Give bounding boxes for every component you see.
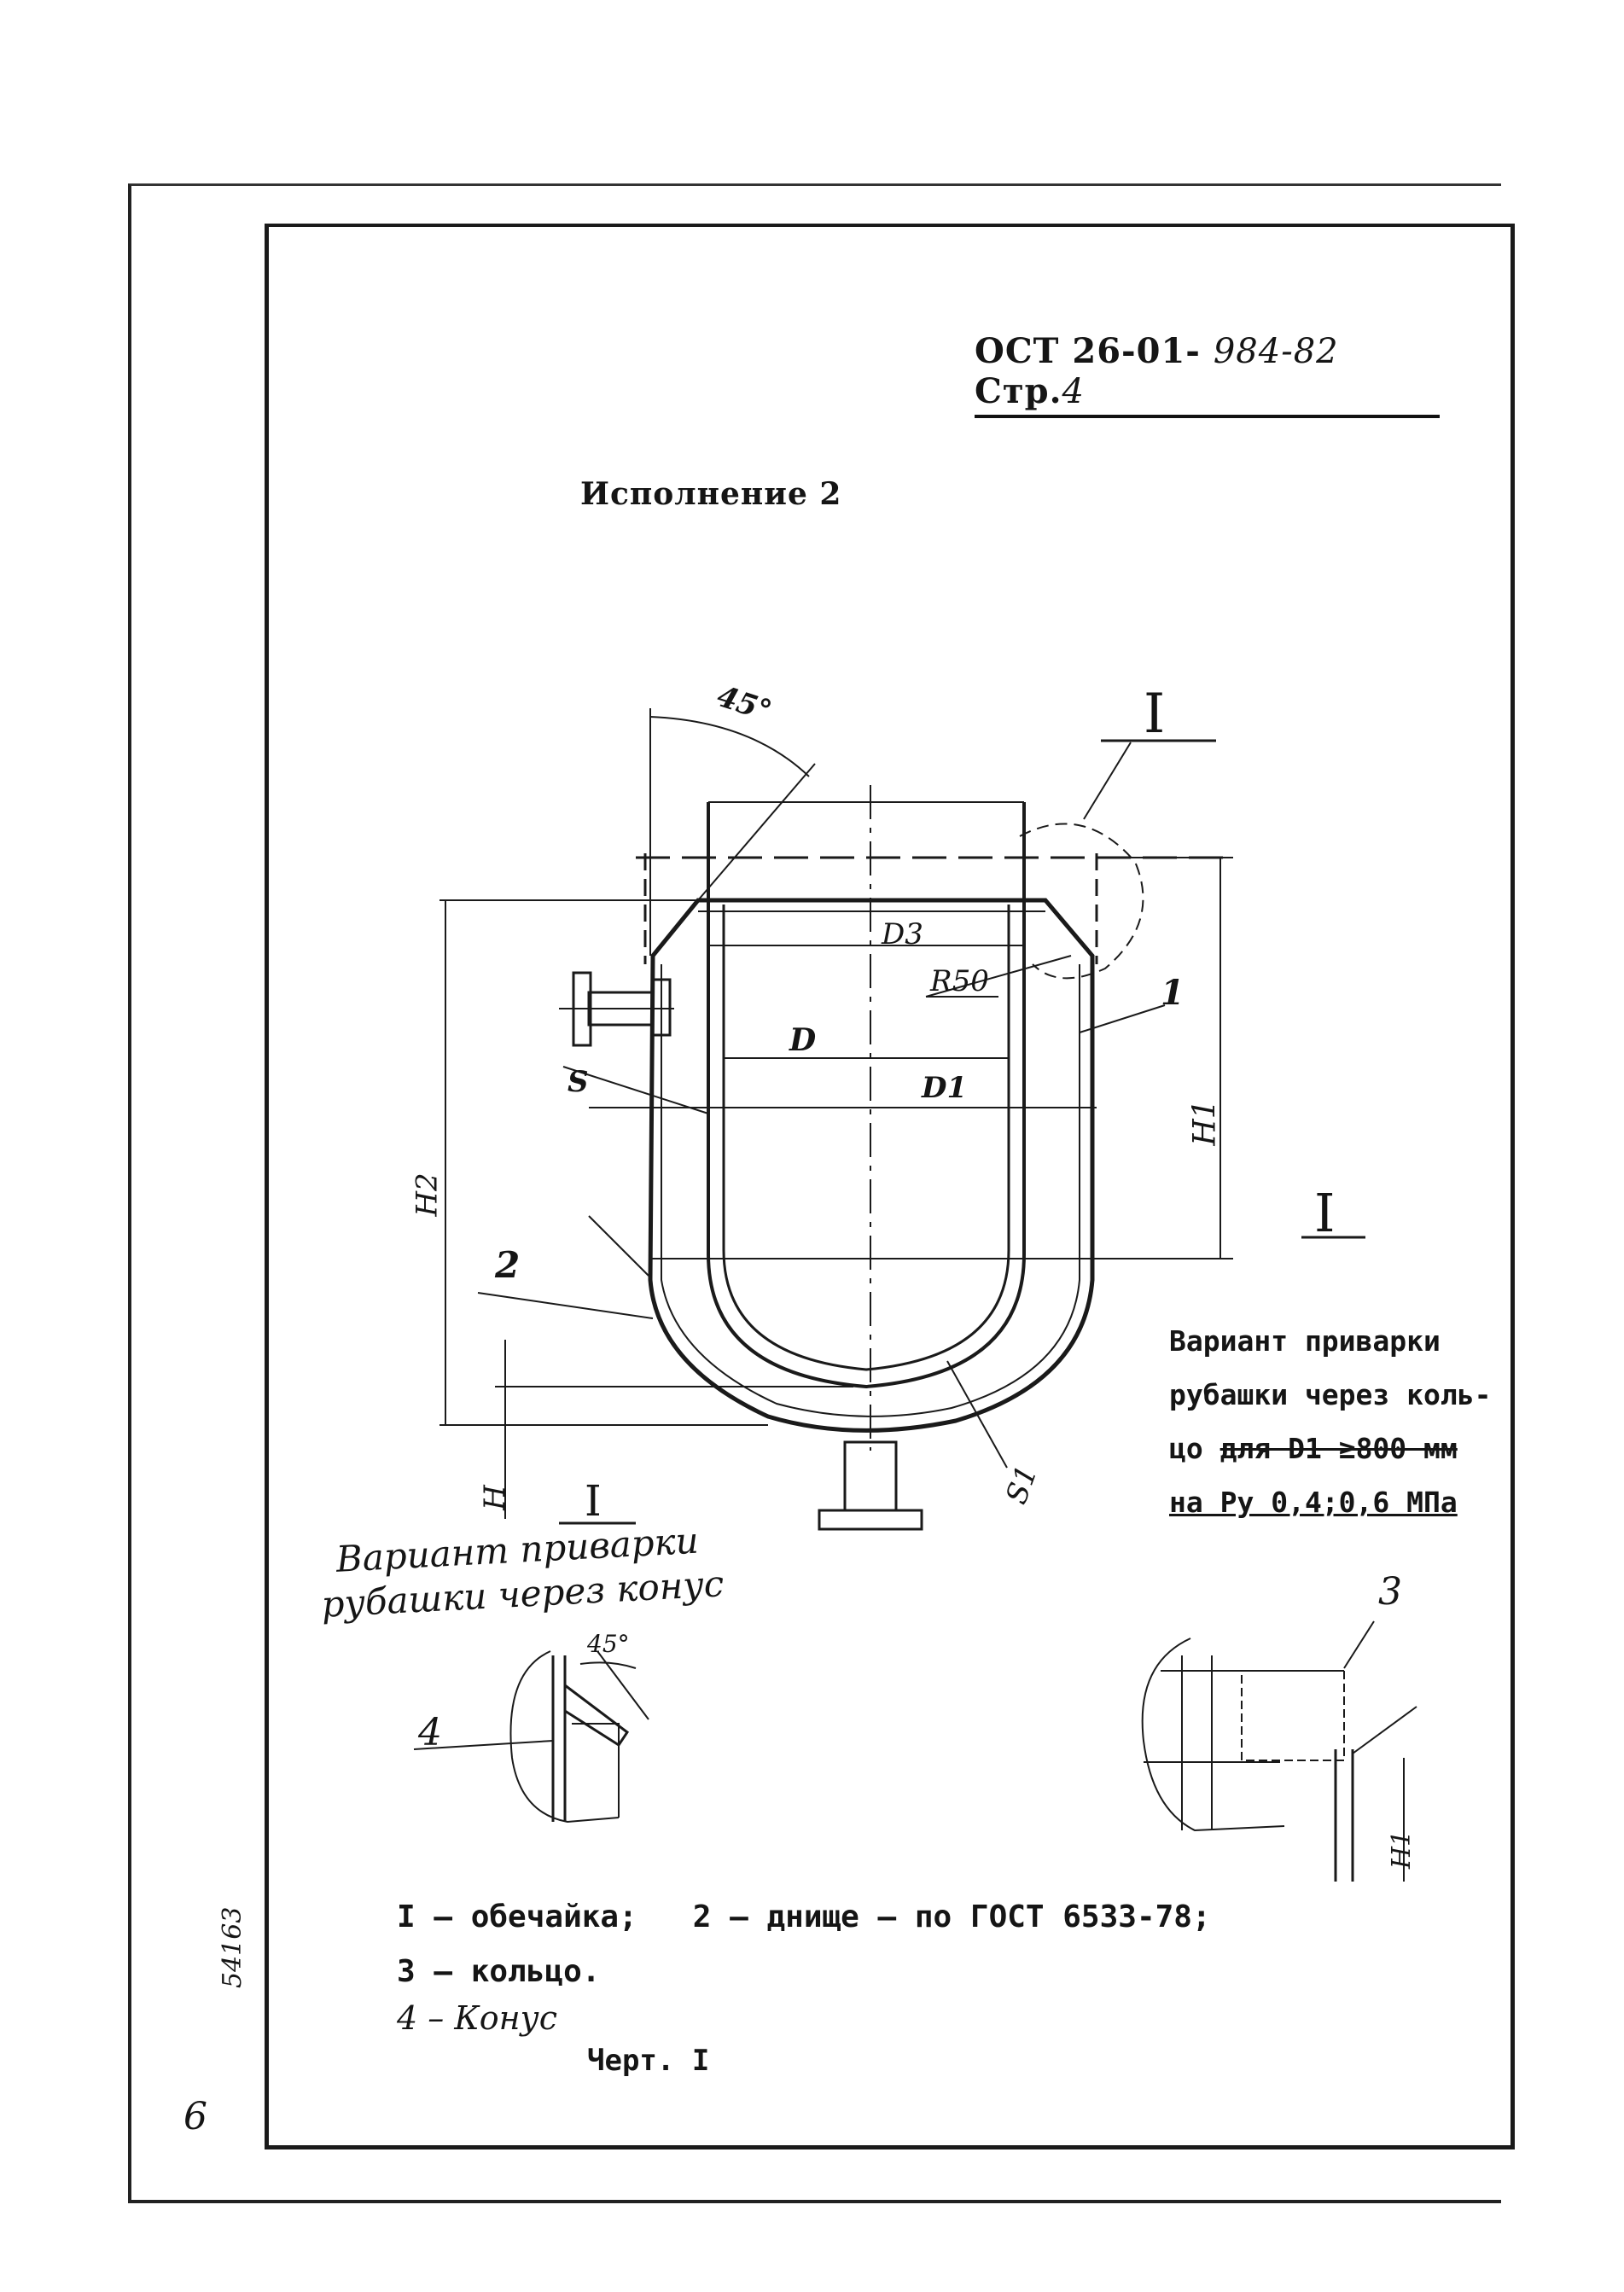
legend-line-3: 4 – Конус (397, 1999, 557, 2037)
variant-ring-line-3-prefix: цо (1169, 1432, 1203, 1465)
legend: I – обечайка; 2 – днище – по ГОСТ 6533-7… (397, 1890, 1211, 2037)
pos1-leader (1079, 1004, 1166, 1033)
page-label: Стр. (975, 371, 1062, 411)
position-4-label: 4 (418, 1711, 442, 1754)
doc-code: ОСТ 26-01- (975, 331, 1201, 371)
label-H: H (477, 1485, 512, 1510)
jacket-inner-line (661, 964, 1080, 1417)
bottom-nozzle-flange (818, 1509, 923, 1531)
cone-detail-cone (564, 1684, 630, 1748)
variant-ring-line-4: на Ру 0,4;0,6 МПа (1169, 1486, 1458, 1519)
position-3-label: 3 (1378, 1570, 1402, 1614)
cone-detail-45-line (597, 1650, 649, 1720)
label-D3: D3 (882, 917, 923, 951)
doc-number: 984-82 (1213, 332, 1339, 371)
view-I-top-label: I (1144, 683, 1166, 746)
variant-ring-note: Вариант приварки рубашки через коль- цо … (1169, 1314, 1492, 1529)
angle-45-line (697, 763, 816, 901)
cone-detail-jacket (572, 1723, 620, 1818)
position-2-label: 2 (495, 1244, 521, 1286)
cone-detail-45-arc (579, 1661, 637, 1669)
detail-H1-label: H1 (1387, 1830, 1417, 1870)
label-D: D (789, 1022, 817, 1058)
outer-frame (128, 183, 1501, 2203)
label-R50: R50 (930, 964, 989, 998)
figure-caption: Черт. I (587, 2044, 710, 2078)
detail-I-leader (1083, 742, 1132, 820)
variant-ring-line-2: рубашки через коль- (1169, 1378, 1492, 1411)
legend-line-2: 3 – кольцо. (397, 1954, 601, 1989)
pos4-leader (413, 1740, 554, 1750)
variant-ring-line-3: цо для D1 ≥800 мм (1169, 1422, 1492, 1475)
ring-detail-ring (1241, 1670, 1345, 1761)
inner-frame (265, 224, 1515, 2149)
ring-detail-weld-leader (1352, 1706, 1417, 1754)
S-leader (562, 1066, 709, 1114)
position-1-label: 1 (1161, 973, 1185, 1013)
label-S: S (568, 1065, 589, 1099)
section-title: Исполнение 2 (580, 476, 842, 512)
weld-leader (588, 1215, 649, 1277)
label-H2: H2 (410, 1172, 445, 1217)
S1-leader (946, 1360, 1008, 1469)
angle-arc (649, 716, 810, 777)
document-header: ОСТ 26-01- 984-82 Стр.4 (975, 331, 1440, 418)
variant-ring-line-3-struck: для D1 ≥800 мм (1219, 1432, 1458, 1465)
view-I-bottom-label: I (585, 1476, 602, 1526)
legend-line-1: I – обечайка; 2 – днище – по ГОСТ 6533-7… (397, 1899, 1211, 1934)
pos2-leader (477, 1292, 654, 1319)
pos3-leader (1343, 1620, 1375, 1669)
side-nozzle-pad (651, 978, 672, 1037)
bottom-nozzle-pipe (843, 1440, 898, 1512)
inner-vessel-outline (707, 802, 1026, 1389)
inner-vessel-wall (722, 905, 1010, 1371)
page-number: 4 (1062, 372, 1085, 411)
label-D1: D1 (922, 1071, 968, 1105)
view-I-right-label: I (1314, 1182, 1336, 1244)
detail-angle-label: 45° (587, 1630, 630, 1658)
ring-detail-breakline (1141, 1638, 1285, 1832)
variant-ring-line-1: Вариант приварки (1169, 1324, 1441, 1358)
jacket-outline (648, 898, 1095, 1433)
label-H1: H1 (1187, 1099, 1223, 1146)
corner-number: 6 (183, 2095, 207, 2138)
margin-number: 54163 (218, 1906, 247, 1988)
cone-detail-breakline (509, 1650, 620, 1824)
R50-leader (925, 955, 1072, 998)
detail-I-callout-circle (1019, 823, 1144, 980)
